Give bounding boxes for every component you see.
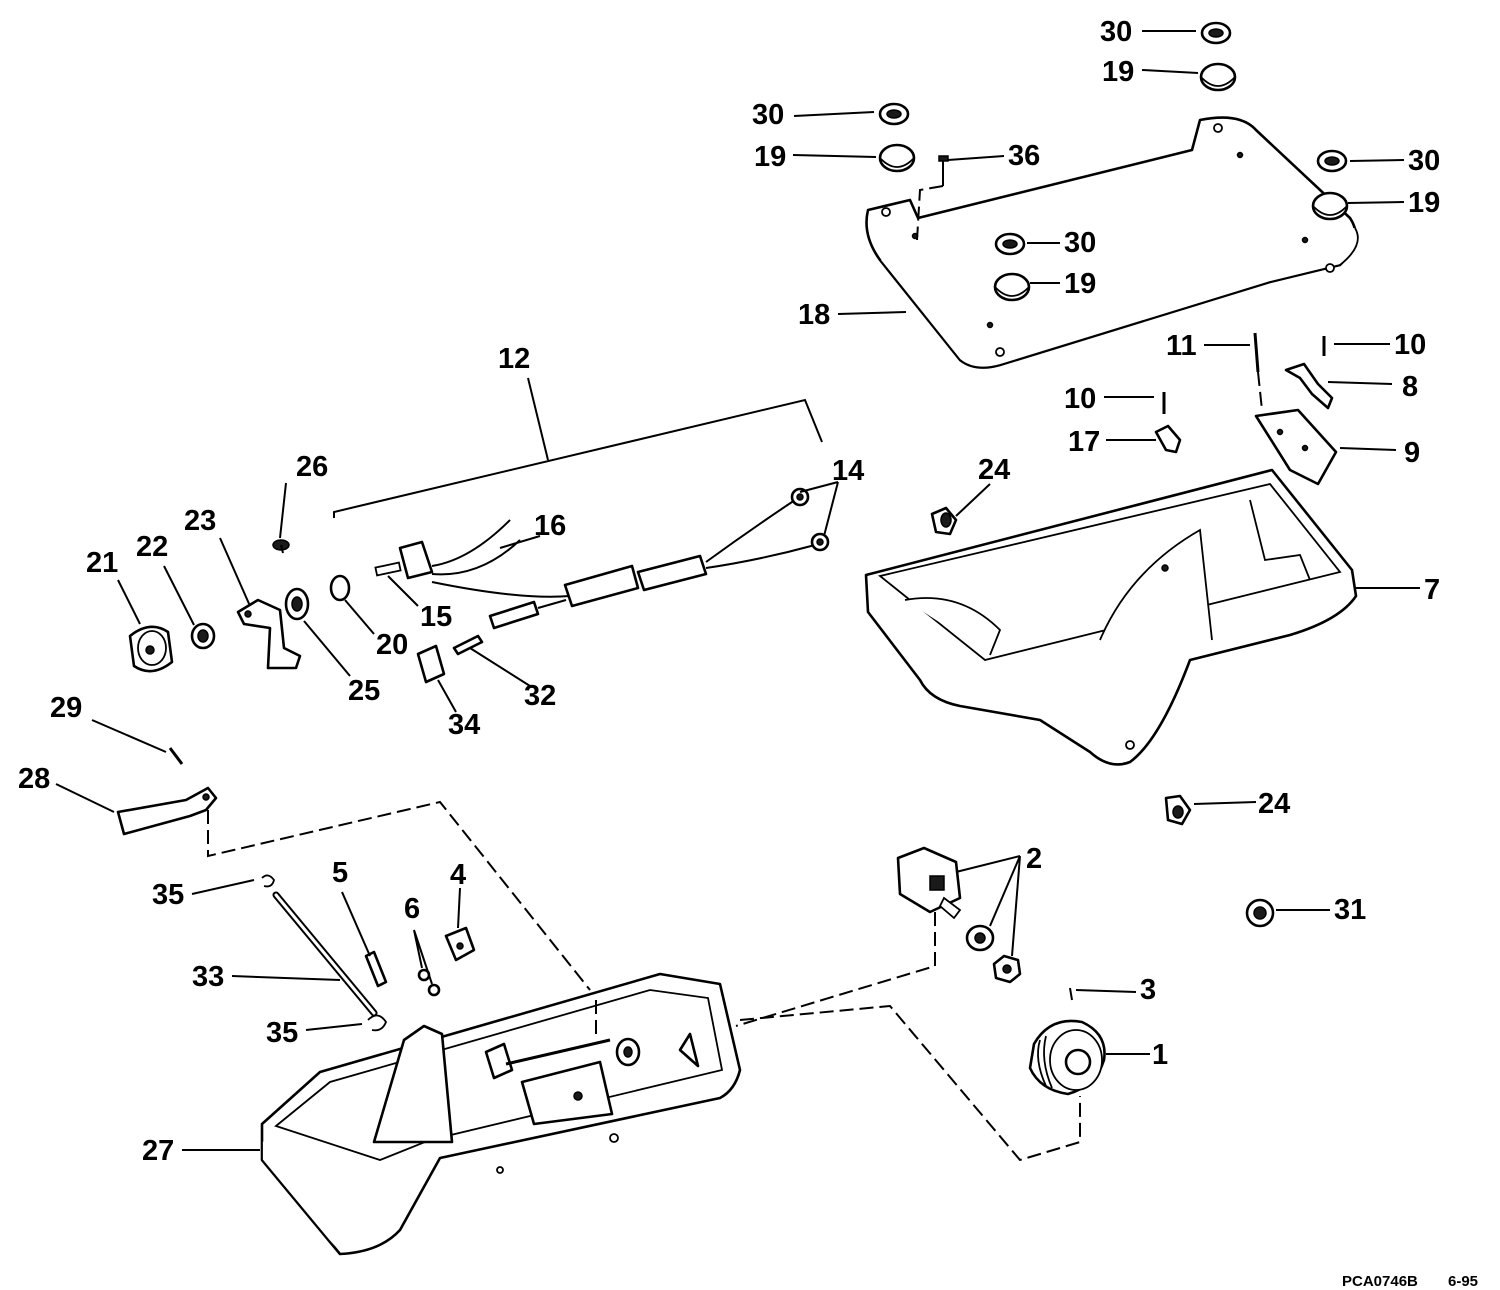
callout-7: 7 (1424, 574, 1440, 606)
callout-15: 15 (420, 601, 452, 633)
figure-date: 6-95 (1448, 1273, 1478, 1290)
callout-2: 2 (1026, 843, 1042, 875)
callout-19: 19 (754, 141, 786, 173)
knob-21 (128, 625, 174, 673)
callout-25: 25 (348, 675, 380, 707)
clip-35-top (261, 874, 275, 888)
leader-lines (55, 30, 1420, 1151)
upper-housing-7 (864, 468, 1358, 766)
assembly-line-lever (207, 800, 591, 991)
nut-24-top (930, 506, 958, 536)
callout-10: 10 (1064, 383, 1096, 415)
callout-9: 9 (1404, 437, 1420, 469)
lower-housing-27 (260, 972, 742, 1256)
callout-24: 24 (1258, 788, 1290, 820)
plug-19-left (878, 143, 916, 173)
pin-29 (168, 747, 184, 765)
washer-22 (190, 622, 216, 650)
callout-19: 19 (1102, 56, 1134, 88)
lever-28 (116, 786, 218, 836)
washer-2 (965, 924, 995, 952)
callout-30: 30 (1064, 227, 1096, 259)
callout-3: 3 (1140, 974, 1156, 1006)
screw-11 (1253, 332, 1263, 411)
bracket-23 (236, 598, 302, 670)
plug-19-top (1199, 62, 1237, 92)
callout-8: 8 (1402, 371, 1418, 403)
callout-19: 19 (1064, 268, 1096, 300)
knob-1 (1028, 1019, 1106, 1096)
washer-25 (284, 587, 310, 621)
clip-35-bottom (367, 1014, 388, 1032)
callout-10: 10 (1394, 329, 1426, 361)
figure-code: PCA0746B (1342, 1273, 1418, 1290)
plug-19-center (993, 272, 1031, 302)
callout-23: 23 (184, 505, 216, 537)
callout-30: 30 (752, 99, 784, 131)
callout-26: 26 (296, 451, 328, 483)
callout-30: 30 (1100, 16, 1132, 48)
rod-33 (272, 891, 378, 1017)
callout-35: 35 (152, 879, 184, 911)
callout-21: 21 (86, 547, 118, 579)
block-4 (444, 926, 476, 962)
wire-harness-12 (333, 377, 830, 630)
switch-2 (735, 846, 962, 1027)
nut-31 (1245, 898, 1275, 928)
pin-3 (1069, 987, 1073, 1001)
callout-22: 22 (136, 531, 168, 563)
grommet-30-left (878, 102, 910, 126)
assembly-line-knob (739, 1004, 1081, 1162)
grommet-30-center (994, 232, 1026, 256)
nut-24-bottom (1164, 794, 1192, 826)
callout-35: 35 (266, 1017, 298, 1049)
plate-9 (1254, 408, 1338, 486)
spring-5 (364, 950, 388, 988)
screw-26 (272, 539, 290, 554)
bracket-17 (1154, 424, 1182, 454)
clip-8 (1284, 362, 1334, 410)
mounting-plate-18 (865, 116, 1359, 369)
callout-6: 6 (404, 893, 420, 925)
callout-28: 28 (18, 763, 50, 795)
callout-33: 33 (192, 961, 224, 993)
callout-14: 14 (832, 455, 864, 487)
callout-27: 27 (142, 1135, 174, 1167)
callout-11: 11 (1166, 330, 1197, 362)
callout-17: 17 (1068, 426, 1100, 458)
callout-31: 31 (1334, 894, 1366, 926)
callout-36: 36 (1008, 140, 1040, 172)
callout-16: 16 (534, 510, 566, 542)
callout-34: 34 (448, 709, 480, 741)
callout-19: 19 (1408, 187, 1440, 219)
callout-24: 24 (978, 454, 1010, 486)
plug-19-right (1311, 191, 1349, 221)
screw-36 (916, 155, 949, 241)
terminal-32 (452, 634, 484, 656)
callout-labels: 30 19 30 19 36 30 19 30 19 18 11 10 8 10… (18, 16, 1440, 1167)
callout-18: 18 (798, 299, 830, 331)
callout-5: 5 (332, 857, 348, 889)
callout-12: 12 (498, 343, 530, 375)
callout-1: 1 (1152, 1039, 1168, 1071)
o-ring-20 (329, 574, 351, 602)
callout-32: 32 (524, 680, 556, 712)
nut-2 (992, 954, 1022, 984)
sleeve-34 (416, 644, 446, 684)
grommet-30-top (1200, 21, 1232, 45)
callout-4: 4 (450, 859, 466, 891)
callout-30: 30 (1408, 145, 1440, 177)
callout-20: 20 (376, 629, 408, 661)
grommet-30-right (1316, 149, 1348, 173)
callout-29: 29 (50, 692, 82, 724)
